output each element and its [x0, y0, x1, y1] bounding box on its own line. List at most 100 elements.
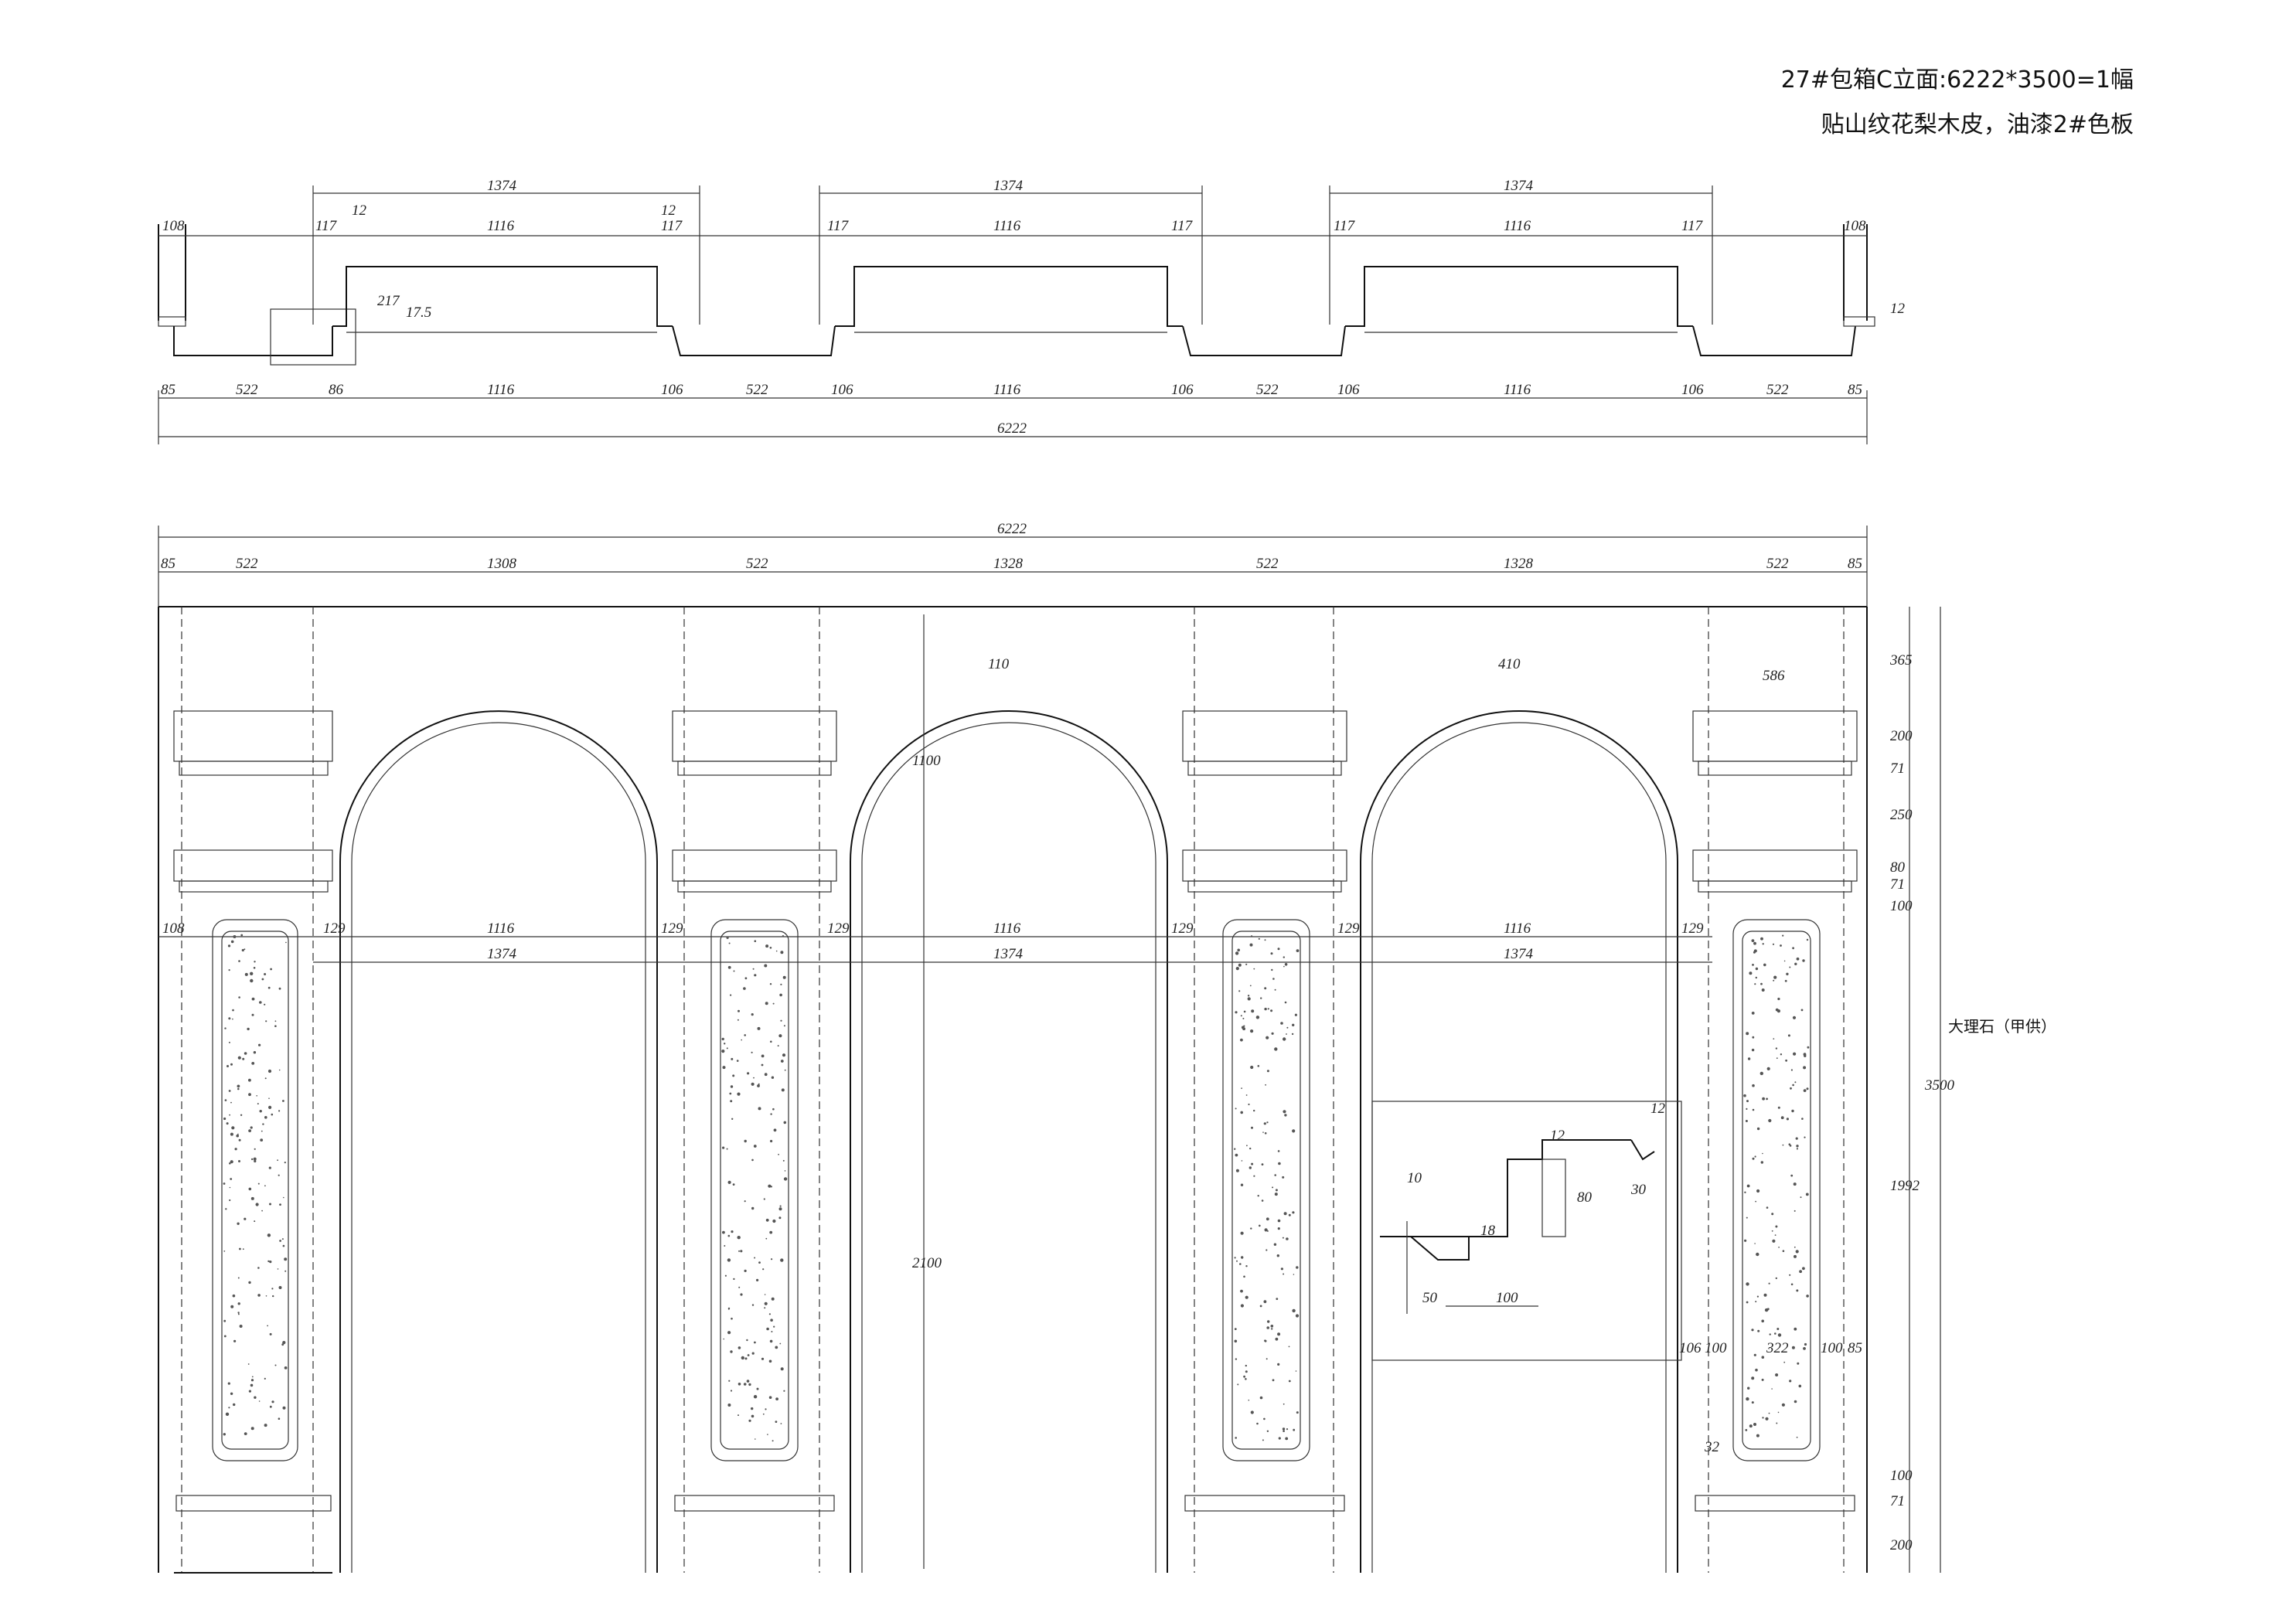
pilaster-1 — [173, 607, 333, 1574]
marble-speck — [254, 1148, 256, 1150]
marble-speck — [1805, 1193, 1809, 1196]
elev-top-3: 1308 — [487, 556, 517, 572]
marble-speck — [744, 1269, 747, 1272]
marble-speck — [764, 1073, 768, 1077]
marble-speck — [722, 1230, 725, 1234]
elev-side-1: 108 — [162, 920, 185, 937]
marble-speck — [1746, 1216, 1748, 1219]
marble-speck — [1771, 1388, 1773, 1390]
marble-speck — [1248, 1166, 1252, 1169]
marble-speck — [1234, 1257, 1236, 1259]
elev-top-1: 85 — [161, 556, 175, 572]
marble-speck — [1798, 1384, 1802, 1388]
marble-speck — [237, 1084, 240, 1088]
marble-speck — [781, 1088, 785, 1092]
marble-speck — [238, 996, 240, 999]
marble-speck — [738, 1286, 741, 1288]
marble-speck — [1800, 1009, 1804, 1012]
marble-speck — [744, 1200, 746, 1203]
plan-top-11: 108 — [1844, 218, 1866, 234]
marble-speck — [278, 1174, 280, 1176]
marble-speck — [1780, 944, 1782, 947]
marble-speck — [731, 1057, 734, 1060]
marble-speck — [259, 1110, 262, 1113]
marble-speck — [277, 1159, 278, 1162]
marble-speck — [230, 1063, 233, 1066]
marble-speck — [1240, 1289, 1243, 1293]
marble-speck — [1234, 1328, 1237, 1330]
marble-speck — [1235, 1358, 1238, 1360]
marble-speck — [250, 971, 254, 976]
marble-speck — [1796, 1436, 1798, 1438]
detail-100: 100 — [1496, 1290, 1518, 1306]
marble-speck — [1746, 1184, 1750, 1188]
marble-speck — [765, 1237, 768, 1240]
plan-span-3: 1374 — [1504, 178, 1534, 194]
marble-speck — [231, 1126, 235, 1130]
marble-speck — [1260, 997, 1262, 999]
marble-speck — [783, 1177, 788, 1181]
plan-bot-4: 1116 — [487, 382, 515, 398]
marble-speck — [1755, 1200, 1757, 1203]
plan-span-2: 1374 — [993, 178, 1024, 194]
marble-speck — [758, 1083, 760, 1085]
marble-speck — [1270, 952, 1273, 955]
marble-speck — [1768, 1347, 1770, 1349]
marble-speck — [771, 1258, 773, 1261]
marble-speck — [1283, 1110, 1286, 1114]
drawing-subtitle: 贴山纹花梨木皮，油漆2#色板 — [1821, 111, 2134, 138]
marble-speck — [780, 1367, 784, 1371]
marble-speck — [782, 1159, 785, 1162]
marble-speck — [1266, 1358, 1268, 1360]
plan-top-4: 117 — [661, 218, 683, 234]
marble-speck — [1277, 948, 1280, 951]
marble-speck — [1283, 1430, 1285, 1432]
marble-speck — [264, 1003, 266, 1005]
marble-speck — [1754, 983, 1756, 985]
marble-speck — [233, 1403, 236, 1407]
marble-speck — [771, 1331, 773, 1332]
elev-outer-3: 1374 — [1504, 946, 1534, 962]
marble-speck — [769, 983, 772, 985]
marble-speck — [1766, 1206, 1769, 1209]
marble-speck — [257, 1182, 260, 1185]
marble-speck — [738, 1346, 741, 1349]
marble-speck — [1799, 1270, 1803, 1274]
marble-speck — [755, 1438, 756, 1440]
marble-speck — [1291, 1033, 1294, 1036]
marble-speck — [769, 1230, 773, 1234]
marble-speck — [753, 1145, 757, 1148]
marble-speck — [257, 1103, 259, 1105]
marble-speck — [1253, 968, 1255, 970]
marble-speck — [1234, 1148, 1236, 1150]
marble-speck — [732, 1183, 735, 1186]
marble-speck — [1240, 1038, 1243, 1042]
marble-speck — [1292, 1023, 1295, 1027]
marble-speck — [728, 1380, 731, 1382]
marble-speck — [1245, 1378, 1247, 1380]
marble-speck — [1792, 947, 1795, 950]
marble-speck — [1245, 1370, 1248, 1373]
marble-speck — [1804, 1054, 1807, 1058]
marble-speck — [239, 1325, 243, 1328]
marble-speck — [1250, 1065, 1254, 1070]
marble-speck — [223, 1335, 227, 1338]
marble-speck — [1296, 1411, 1299, 1414]
marble-speck — [751, 1206, 755, 1210]
marble-speck — [1235, 967, 1239, 971]
marble-speck — [751, 1352, 755, 1355]
marble-speck — [1272, 1186, 1274, 1189]
marble-speck — [278, 1417, 281, 1420]
marble-speck — [747, 1072, 750, 1075]
marble-speck — [250, 1126, 253, 1129]
marble-speck — [1282, 1176, 1285, 1179]
marble-speck — [1776, 1057, 1778, 1060]
pilaster-3 — [1182, 607, 1347, 1573]
marble-speck — [1771, 1213, 1774, 1216]
marble-speck — [737, 1092, 741, 1096]
marble-speck — [1249, 943, 1253, 947]
marble-speck — [256, 1095, 258, 1097]
marble-speck — [1802, 1267, 1805, 1271]
marble-speck — [751, 1082, 755, 1086]
marble-speck — [1240, 1304, 1244, 1308]
